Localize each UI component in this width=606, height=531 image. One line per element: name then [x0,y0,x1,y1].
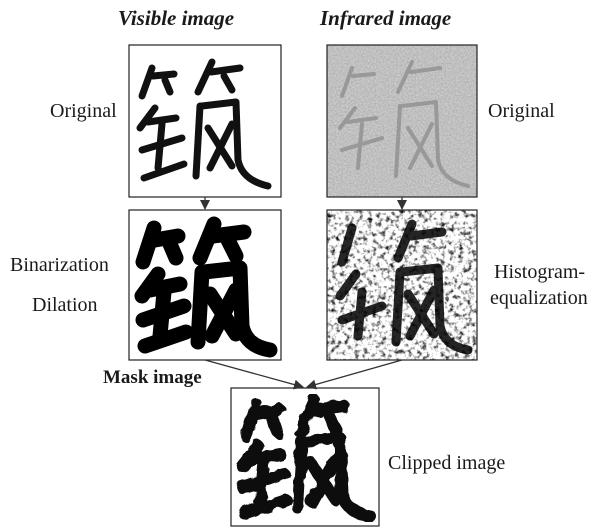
infrared-image-heading: Infrared image [320,8,451,29]
original-label-left: Original [50,101,117,121]
mask-image-label: Mask image [103,368,202,387]
histogram-label-line2: equalization [490,288,588,308]
visible-original-panel [129,45,281,197]
arrow-mask-to-clipped [205,360,303,387]
histogram-equalized-panel [327,210,477,360]
infrared-original-panel [327,45,477,197]
dilation-label: Dilation [32,295,98,315]
histogram-label-line1: Histogram- [494,262,585,282]
binarization-label: Binarization [10,255,109,275]
mask-image-panel [129,210,281,360]
clipped-image-panel [231,388,379,526]
visible-image-heading: Visible image [118,8,234,29]
arrow-histogram-to-clipped [307,360,402,387]
original-label-right: Original [488,101,555,121]
clipped-image-label: Clipped image [388,453,505,473]
